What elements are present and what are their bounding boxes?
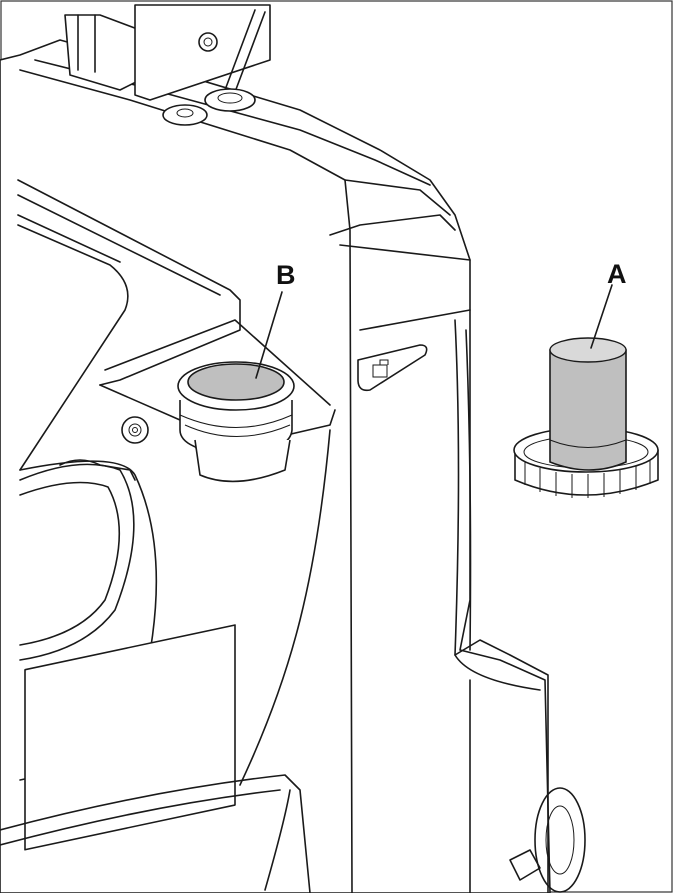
- top-bracket: [64, 4, 271, 126]
- side-panel: [17, 179, 336, 471]
- label-plate: [24, 624, 236, 851]
- lower-housing: [0, 429, 331, 893]
- callout-b-label: B: [276, 260, 296, 290]
- callout-a-label: A: [607, 259, 627, 289]
- filter-part-a: [513, 337, 659, 498]
- side-latch: [357, 344, 428, 392]
- callout-b-leader: [255, 291, 283, 379]
- callout-a-leader: [590, 284, 613, 349]
- ring-ridges: [524, 460, 651, 498]
- filter-socket-b: [177, 361, 295, 483]
